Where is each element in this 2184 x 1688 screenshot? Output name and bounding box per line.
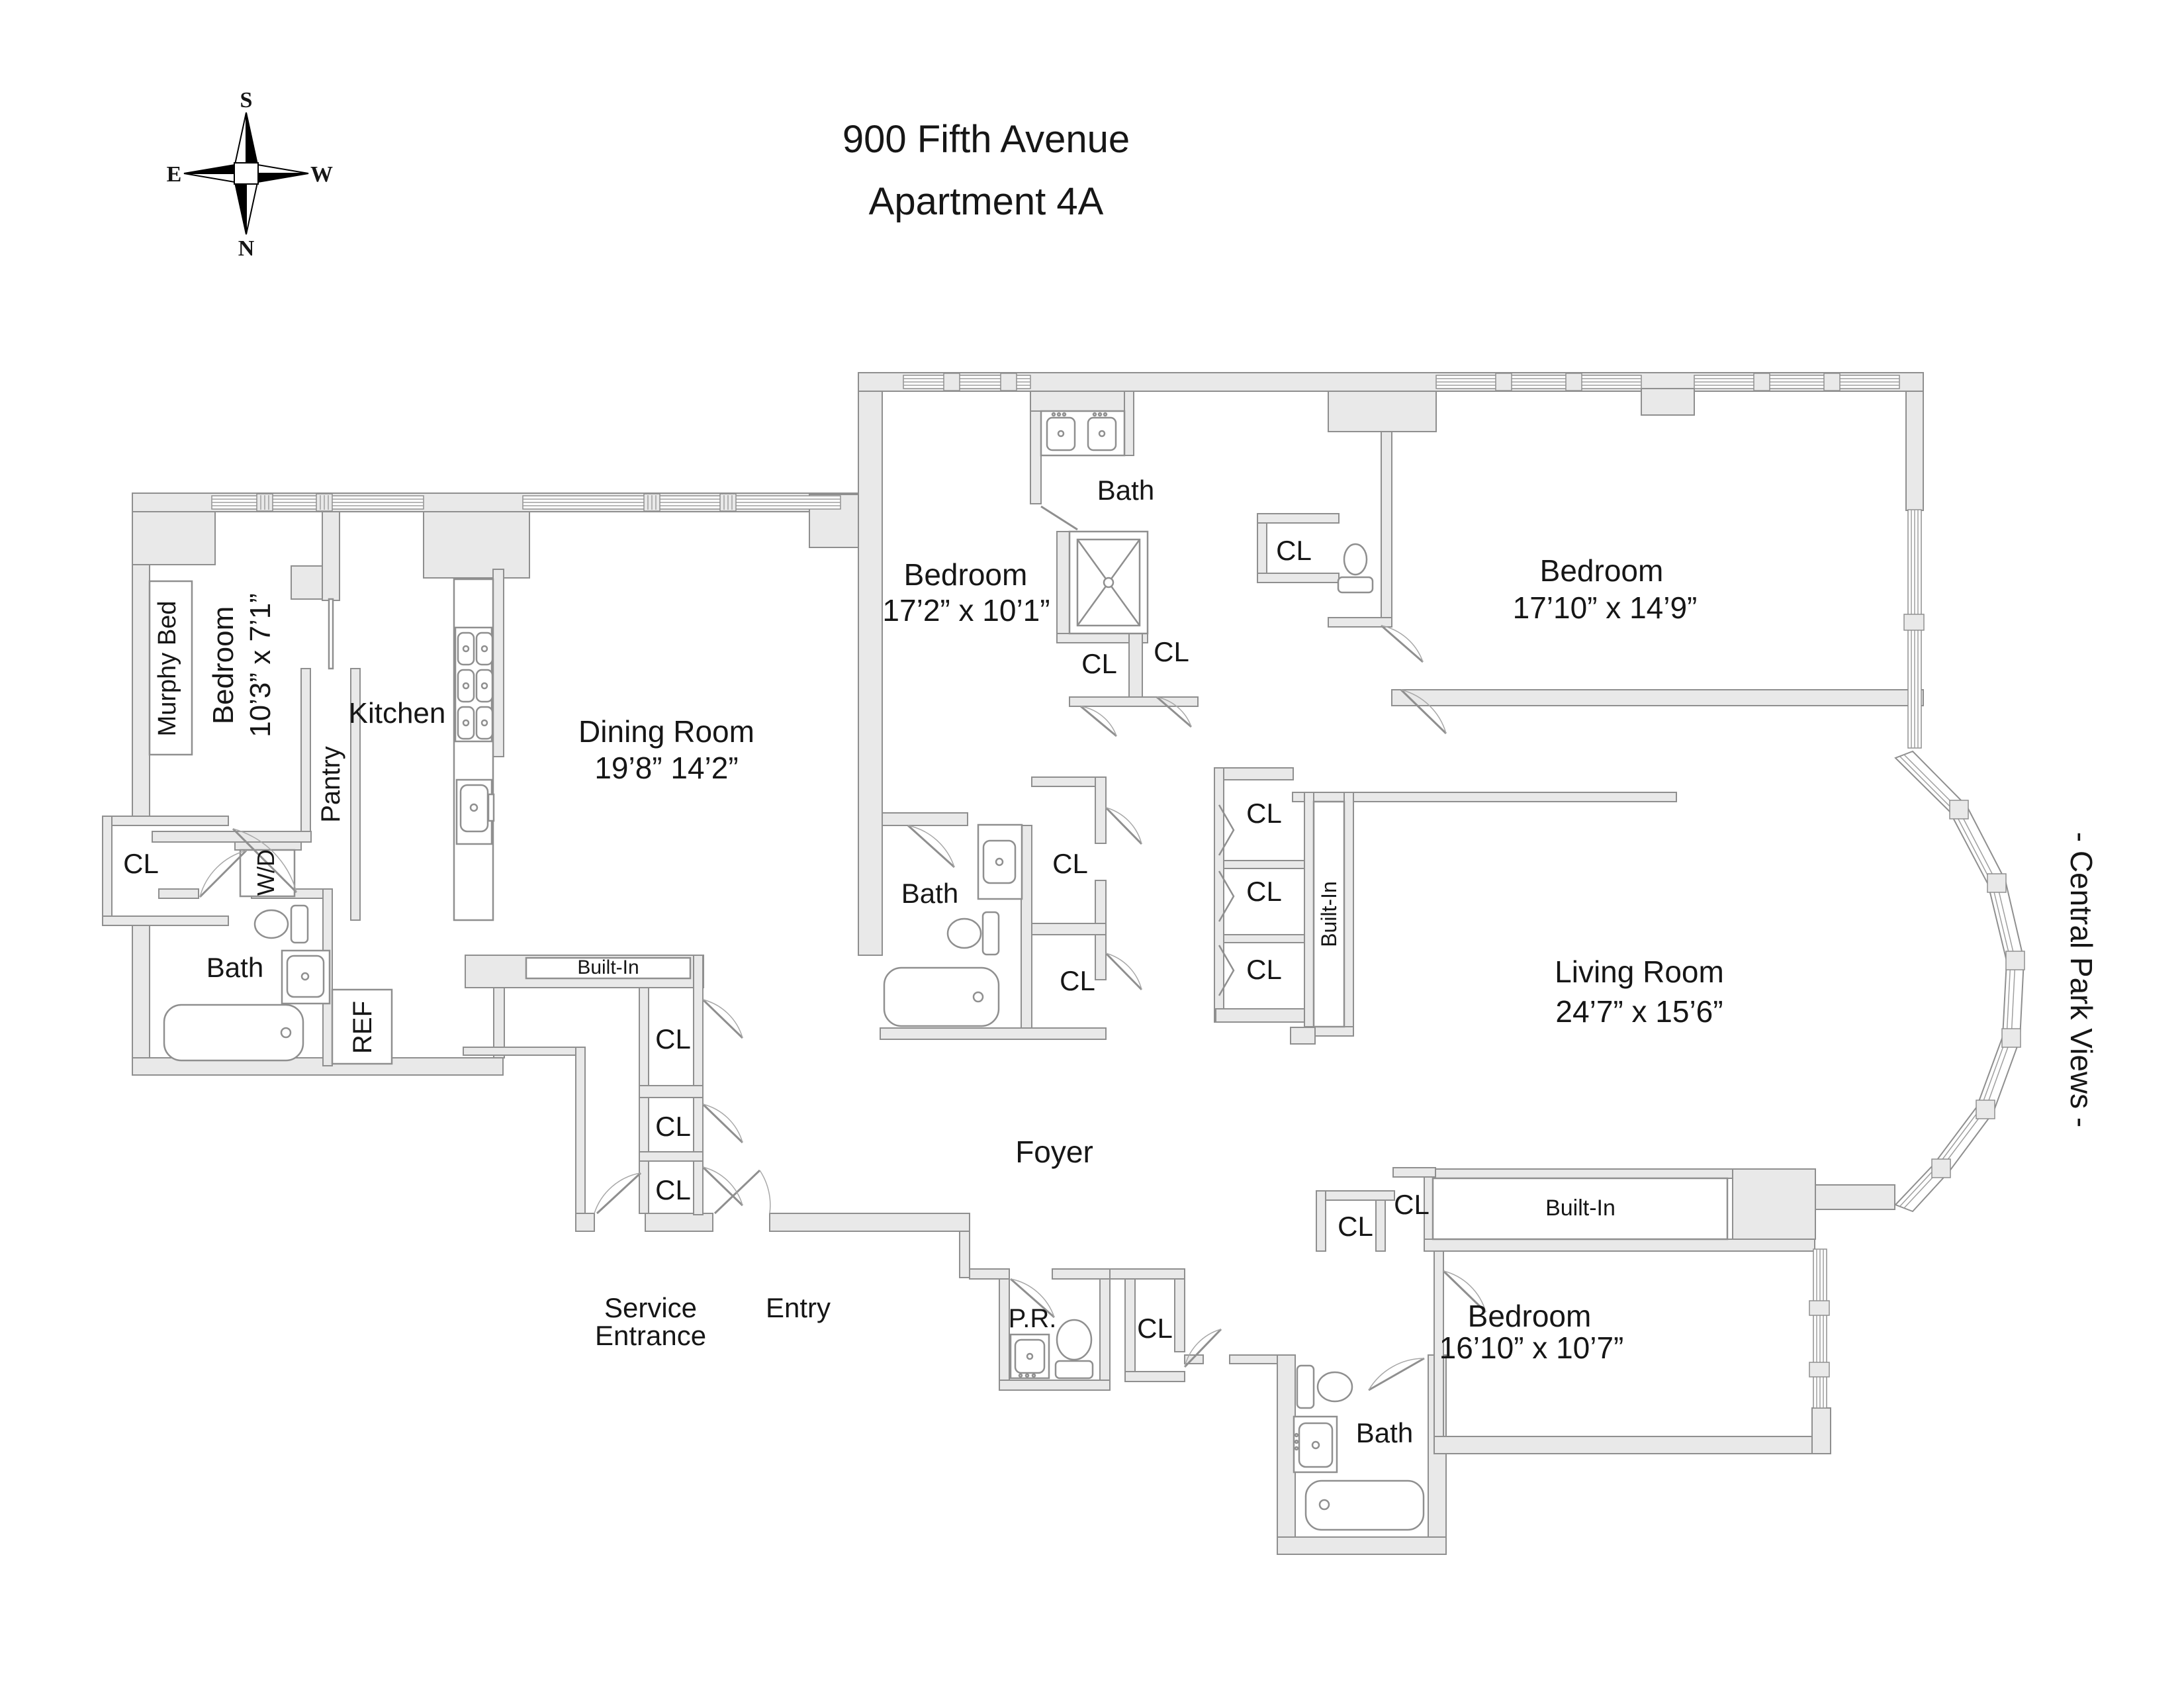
doors <box>199 505 1487 1391</box>
powder-room-label: P.R. <box>1008 1304 1057 1333</box>
room-label-bedroom-center: Bedroom <box>903 557 1028 592</box>
bathtub <box>1304 1479 1425 1531</box>
room-label-bedroom-left: Bedroom <box>207 606 240 725</box>
sink <box>281 949 331 1005</box>
built-in-living <box>1312 800 1345 1028</box>
bath-label-top: Bath <box>1097 475 1155 506</box>
closet-label: CL <box>1338 1211 1373 1242</box>
fixtures <box>148 410 1729 1531</box>
bay-window <box>1894 750 2025 1213</box>
built-in-bedroom <box>1432 1177 1729 1241</box>
built-in-label-living: Built-In <box>1317 881 1341 947</box>
room-dims-living: 24’7” x 15’6” <box>1555 994 1723 1029</box>
room-label-bedroom-right: Bedroom <box>1539 553 1664 588</box>
compass-letter-w: W <box>310 162 333 187</box>
room-label-bedroom-bottom: Bedroom <box>1467 1299 1592 1333</box>
windows <box>211 373 1925 1409</box>
closet-label: CL <box>1081 648 1117 679</box>
closet-label: CL <box>1246 876 1282 907</box>
built-in-label-dining: Built-In <box>577 957 639 978</box>
service-entrance-label-line2: Entrance <box>594 1320 707 1351</box>
plan-title-line1: 900 Fifth Avenue <box>842 118 1130 161</box>
room-dims-bedroom-right: 17’10” x 14’9” <box>1512 590 1698 625</box>
toilet <box>1337 543 1374 594</box>
closet-label: CL <box>1246 798 1282 829</box>
shower <box>1068 530 1149 635</box>
room-dims-bedroom-center: 17’2” x 10’1” <box>882 593 1050 628</box>
kitchen-sink <box>455 778 495 845</box>
bathtub <box>163 1004 304 1062</box>
compass-letter-n: N <box>238 236 255 261</box>
closet-label: CL <box>1276 535 1312 566</box>
closet-label: CL <box>655 1111 691 1142</box>
refrigerator <box>331 988 393 1065</box>
room-label-dining: Dining Room <box>578 714 754 749</box>
stove <box>453 578 494 921</box>
murphy-bed <box>148 580 193 756</box>
compass-letter-s: S <box>240 88 253 113</box>
door-arcs <box>199 625 1486 1391</box>
walls <box>102 372 1924 1555</box>
washer-dryer-label: W/D <box>252 849 279 896</box>
sink <box>1293 1415 1338 1474</box>
built-in-dining <box>525 957 692 980</box>
washer-dryer <box>239 849 296 898</box>
sink <box>977 823 1023 900</box>
service-entrance-label-line1: Service <box>604 1292 698 1323</box>
closet-label: CL <box>123 848 159 879</box>
pocket-door <box>328 598 334 670</box>
closet-label: CL <box>1154 636 1189 667</box>
compass-rose <box>183 112 309 235</box>
room-label-pantry: Pantry <box>316 746 345 823</box>
room-dims-bedroom-bottom: 16’10” x 10’7” <box>1439 1331 1624 1365</box>
closet-label: CL <box>655 1174 691 1205</box>
refrigerator-label: REF <box>348 1001 377 1054</box>
built-in-label-bedroom: Built-In <box>1545 1196 1615 1221</box>
compass-letter-e: E <box>166 162 182 187</box>
closet-label: CL <box>1060 965 1095 996</box>
toilet <box>946 911 1000 956</box>
bath-label-center: Bath <box>901 878 959 909</box>
toilet <box>253 904 309 944</box>
closet-label: CL <box>1246 954 1282 985</box>
closet-label: CL <box>1394 1189 1430 1220</box>
room-label-foyer: Foyer <box>1015 1135 1093 1169</box>
room-label-living: Living Room <box>1555 955 1724 989</box>
murphy-bed-label: Murphy Bed <box>154 600 181 737</box>
entry-label: Entry <box>765 1292 831 1323</box>
bath-label-left: Bath <box>206 952 264 983</box>
toilet <box>1054 1319 1094 1380</box>
sink <box>1009 1333 1050 1380</box>
double-sink-vanity <box>1040 410 1126 457</box>
room-label-kitchen: Kitchen <box>348 697 446 729</box>
central-park-views-note: - Central Park Views - <box>2064 831 2099 1128</box>
bathtub <box>883 966 1000 1027</box>
closet-label: CL <box>1052 848 1088 879</box>
bath-label-bottom: Bath <box>1355 1417 1414 1448</box>
toilet <box>1296 1364 1353 1409</box>
room-dims-dining: 19’8” 14’2” <box>594 751 739 785</box>
room-dims-bedroom-left: 10’3” x 7’1” <box>244 593 277 737</box>
closet-label: CL <box>655 1023 691 1055</box>
plan-title-line2: Apartment 4A <box>868 180 1104 223</box>
closet-label: CL <box>1137 1313 1173 1344</box>
